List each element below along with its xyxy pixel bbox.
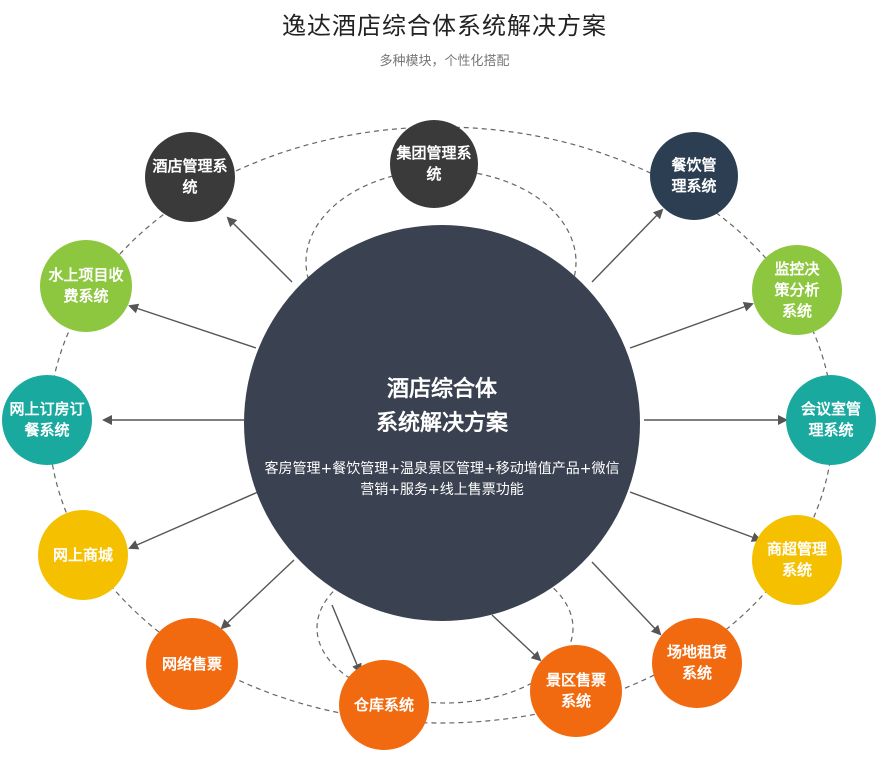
central-description: 客房管理+餐饮管理+温泉景区管理+移动增值产品+微信营销+服务+线上售票功能 <box>264 461 620 498</box>
top-arc-ring <box>305 169 577 355</box>
node-hotel-management: 酒店管理系 统 <box>145 132 235 222</box>
node-group-management: 集团管理系 统 <box>390 120 478 208</box>
node-online-booking: 网上订房订 餐系统 <box>2 375 92 465</box>
arrow-to-water-project-billing <box>128 303 257 349</box>
node-monitoring-decision: 监控决 策分析 系统 <box>752 245 842 335</box>
node-meeting-room: 会议室管 理系统 <box>786 375 876 465</box>
arrow-to-online-mall <box>128 491 259 550</box>
arrow-to-monitoring-decision <box>629 302 754 349</box>
node-online-mall: 网上商城 <box>38 510 128 600</box>
arrow-to-venue-rental <box>591 561 662 636</box>
arrow-to-hotel-management <box>226 216 293 283</box>
node-warehouse: 仓库系统 <box>339 660 429 750</box>
arrow-to-scenic-ticketing <box>491 614 542 662</box>
page-title: 逸达酒店综合体系统解决方案 <box>282 12 607 40</box>
arrow-to-warehouse <box>331 604 362 674</box>
node-supermarket: 商超管理 系统 <box>752 515 842 605</box>
node-catering-management: 餐饮管 理系统 <box>650 132 738 220</box>
arrow-to-supermarket <box>629 491 762 542</box>
node-online-ticketing: 网络售票 <box>146 618 238 710</box>
node-venue-rental: 场地租赁 系统 <box>652 618 742 708</box>
page-subtitle: 多种模块，个性化搭配 <box>379 54 510 69</box>
central-title: 酒店综合体 系统解决方案 <box>375 377 508 436</box>
arrow-to-catering-management <box>591 208 664 283</box>
central-solution-circle: 酒店综合体 系统解决方案 客房管理+餐饮管理+温泉景区管理+移动增值产品+微信营… <box>244 225 640 621</box>
node-water-project-billing: 水上项目收 费系统 <box>40 240 132 332</box>
arrow-to-online-ticketing <box>220 559 295 630</box>
node-scenic-ticketing: 景区售票 系统 <box>530 645 622 737</box>
